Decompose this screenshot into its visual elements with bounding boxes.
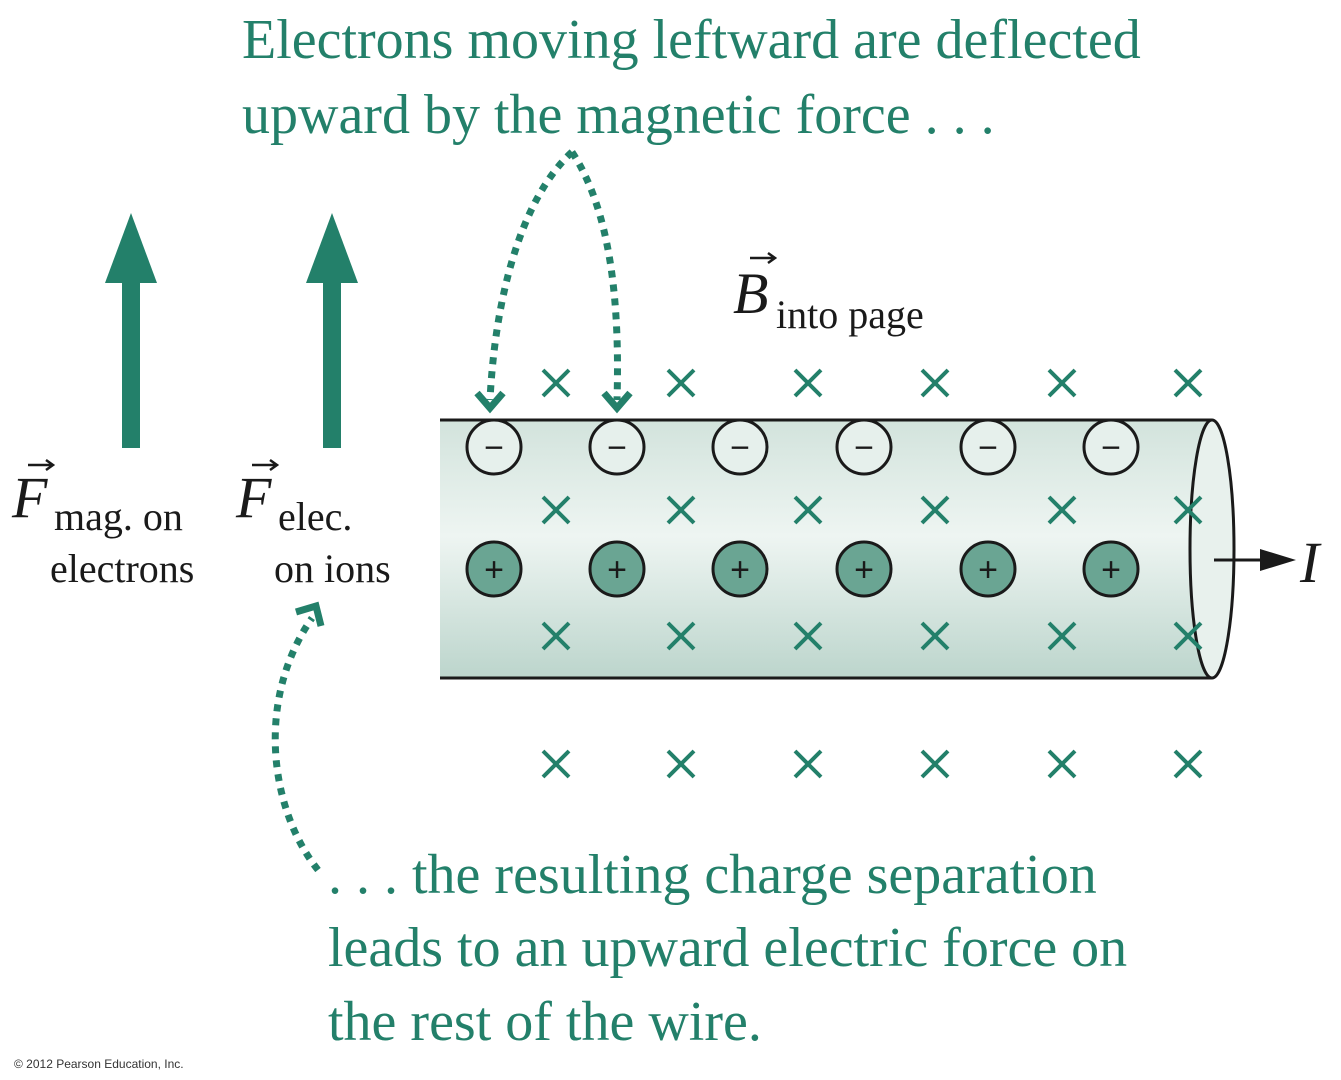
field-mark bbox=[541, 368, 571, 398]
field-mark bbox=[920, 368, 950, 398]
field-mark bbox=[1173, 495, 1203, 525]
f-elec-subscript-1: elec. bbox=[278, 494, 352, 539]
ion-sign: + bbox=[978, 551, 998, 589]
bottom-caption-line-1: . . . the resulting charge separation bbox=[328, 844, 1097, 906]
copyright-text: © 2012 Pearson Education, Inc. bbox=[14, 1057, 184, 1071]
electron-sign: − bbox=[854, 429, 874, 467]
f-mag-symbol: F bbox=[11, 465, 48, 530]
ion-sign: + bbox=[1101, 551, 1121, 589]
electron-pointer-arrow bbox=[486, 149, 621, 401]
electrons-row: −−−−−− bbox=[465, 418, 1140, 476]
bottom-caption-line-3: the rest of the wire. bbox=[328, 991, 762, 1053]
ion: + bbox=[835, 540, 893, 598]
field-mark bbox=[666, 749, 696, 779]
b-subscript: into page bbox=[776, 292, 924, 337]
field-mark bbox=[541, 621, 571, 651]
f-elec-label: F elec. on ions bbox=[235, 458, 391, 591]
field-mark bbox=[1047, 495, 1077, 525]
field-mark bbox=[541, 495, 571, 525]
wire-end-cap bbox=[1188, 418, 1236, 680]
field-mark bbox=[1173, 368, 1203, 398]
ion-force-pointer-arrow bbox=[271, 601, 325, 873]
top-caption-line-1: Electrons moving leftward are deflected bbox=[242, 9, 1141, 71]
field-mark bbox=[666, 368, 696, 398]
field-mark bbox=[1173, 621, 1203, 651]
ion-sign: + bbox=[854, 551, 874, 589]
f-mag-subscript-1: mag. on bbox=[54, 494, 183, 539]
field-mark bbox=[793, 495, 823, 525]
current-arrow: I bbox=[1214, 530, 1322, 595]
field-mark bbox=[920, 749, 950, 779]
field-mark bbox=[666, 621, 696, 651]
ion-sign: + bbox=[607, 551, 627, 589]
field-mark bbox=[1047, 368, 1077, 398]
electron-sign: − bbox=[978, 429, 998, 467]
electron-sign: − bbox=[607, 429, 627, 467]
field-mark bbox=[920, 495, 950, 525]
magnetic-field-marks bbox=[541, 368, 1203, 779]
ions-row: + + + + + + bbox=[465, 540, 1140, 598]
electron-pointer-heads bbox=[474, 390, 633, 414]
ion-sign: + bbox=[730, 551, 750, 589]
current-symbol: I bbox=[1299, 530, 1322, 595]
f-mag-label: F mag. on electrons bbox=[11, 458, 194, 591]
ion: + bbox=[465, 540, 523, 598]
field-mark bbox=[920, 621, 950, 651]
electron: − bbox=[1082, 418, 1140, 476]
field-mark bbox=[793, 368, 823, 398]
field-mark bbox=[793, 621, 823, 651]
electron: − bbox=[588, 418, 646, 476]
b-symbol: B bbox=[733, 261, 768, 326]
field-mark bbox=[541, 749, 571, 779]
ion: + bbox=[959, 540, 1017, 598]
electron-sign: − bbox=[730, 429, 750, 467]
electron-sign: − bbox=[1101, 429, 1121, 467]
field-mark bbox=[1047, 749, 1077, 779]
top-caption-line-2: upward by the magnetic force . . . bbox=[242, 84, 995, 146]
f-mag-subscript-2: electrons bbox=[50, 546, 194, 591]
f-mag-arrow bbox=[105, 213, 157, 448]
bottom-caption-line-2: leads to an upward electric force on bbox=[328, 917, 1127, 979]
ion-sign: + bbox=[484, 551, 504, 589]
ion: + bbox=[711, 540, 769, 598]
ion: + bbox=[1082, 540, 1140, 598]
f-elec-symbol: F bbox=[235, 465, 272, 530]
field-mark bbox=[793, 749, 823, 779]
electron: − bbox=[465, 418, 523, 476]
b-field-label: B into page bbox=[733, 251, 924, 337]
electron: − bbox=[835, 418, 893, 476]
electron-sign: − bbox=[484, 429, 504, 467]
ion: + bbox=[588, 540, 646, 598]
electron: − bbox=[959, 418, 1017, 476]
field-mark bbox=[1173, 749, 1203, 779]
f-elec-subscript-2: on ions bbox=[274, 546, 391, 591]
wire bbox=[440, 418, 1236, 680]
electron: − bbox=[711, 418, 769, 476]
field-mark bbox=[666, 495, 696, 525]
field-mark bbox=[1047, 621, 1077, 651]
f-elec-arrow bbox=[306, 213, 358, 448]
